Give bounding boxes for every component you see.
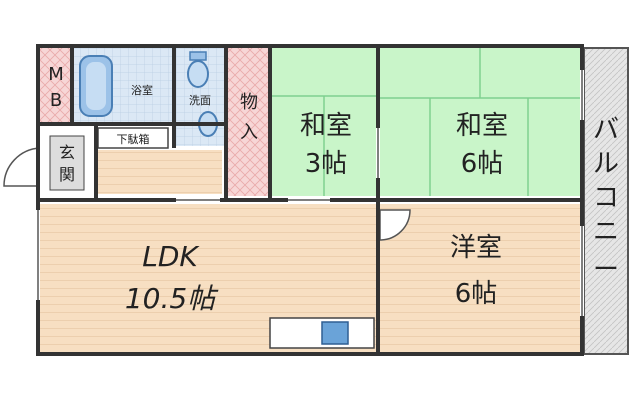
entrance-label-2: 関	[59, 165, 75, 184]
washitsu-3-size: 3帖	[305, 149, 348, 179]
washitsu-3-name: 和室	[300, 111, 352, 141]
bath-label: 浴室	[131, 83, 153, 97]
youshitsu-area	[380, 204, 580, 352]
svg-text:バ: バ	[593, 115, 619, 145]
storage-closet	[228, 48, 270, 196]
mb-closet	[40, 48, 72, 122]
kitchen-sink	[321, 321, 349, 345]
shoe-box-label: 下駄箱	[117, 132, 150, 146]
toilet	[187, 60, 209, 88]
youshitsu-name: 洋室	[450, 233, 502, 263]
ldk-size: 10.5帖	[125, 282, 219, 315]
ldk-name: LDK	[142, 240, 200, 273]
washitsu-6-size: 6帖	[461, 149, 504, 179]
svg-text:コ: コ	[593, 183, 619, 213]
mb-label-m: M	[48, 64, 64, 85]
wash-label: 洗面	[189, 94, 211, 107]
svg-text:ニ: ニ	[593, 217, 619, 247]
svg-text:ル: ル	[593, 149, 619, 179]
mb-label-b: B	[50, 90, 62, 111]
svg-text:ー: ー	[593, 255, 619, 285]
storage-label-1: 物	[240, 92, 258, 113]
entrance-label-1: 玄	[59, 143, 75, 162]
hallway	[98, 150, 222, 194]
washitsu-6-name: 和室	[456, 111, 508, 141]
storage-label-2: 入	[240, 122, 258, 143]
youshitsu-size: 6帖	[455, 279, 498, 309]
balcony-label: バ ル コ ニ ー	[593, 115, 619, 285]
